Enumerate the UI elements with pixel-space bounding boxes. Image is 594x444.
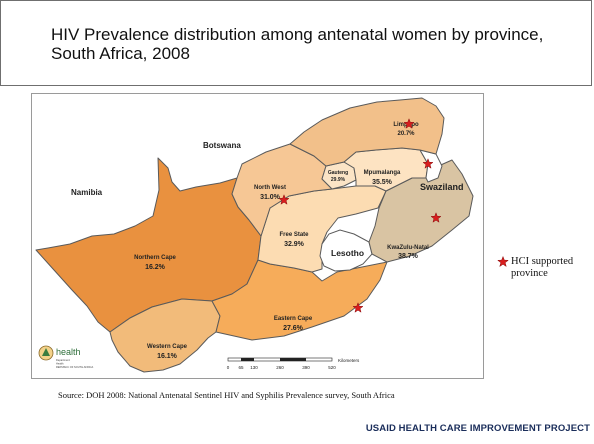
scale-unit: Kilometers <box>338 358 360 363</box>
red-star-icon <box>278 194 290 205</box>
scale-tick-1: 65 <box>238 365 244 370</box>
red-star-icon <box>430 212 442 223</box>
label-gauteng-name: Gauteng <box>328 170 348 176</box>
red-star-icon <box>497 256 509 268</box>
label-free-state-name: Free State <box>279 232 309 238</box>
province-north-west <box>231 143 333 237</box>
title-box: HIV Prevalence distribution among antena… <box>0 0 592 86</box>
label-northern-cape-name: Northern Cape <box>134 255 176 261</box>
scale-tick-0: 0 <box>227 365 230 370</box>
label-north-west-value: 31.0% <box>260 194 281 201</box>
label-eastern-cape-name: Eastern Cape <box>274 316 313 322</box>
label-botswana: Botswana <box>203 141 241 150</box>
label-eastern-cape-value: 27.6% <box>283 325 304 332</box>
source-note: Source: DOH 2008: National Antenatal Sen… <box>58 390 395 400</box>
label-northern-cape-value: 16.2% <box>145 264 166 271</box>
label-north-west-name: North West <box>254 185 286 191</box>
label-limpopo-name: Limpopo <box>393 122 419 128</box>
label-gauteng-value: 29.9% <box>331 177 346 183</box>
label-free-state-value: 32.9% <box>284 241 305 248</box>
red-star-icon <box>352 302 364 313</box>
logo-line2: Health <box>56 362 64 366</box>
hci-stars <box>278 118 442 313</box>
slide-title: HIV Prevalence distribution among antena… <box>51 25 544 63</box>
scale-bar: 0 65 130 260 390 520 Kilometers <box>227 357 360 370</box>
label-kwazulu-natal-value: 38.7% <box>398 253 419 260</box>
label-western-cape-value: 16.1% <box>157 353 178 360</box>
logo-word: health <box>56 347 81 357</box>
label-mpumalanga-name: Mpumalanga <box>364 170 401 176</box>
province-limpopo <box>289 97 445 167</box>
map-frame: Botswana Namibia Swaziland Lesotho Limpo… <box>31 93 484 379</box>
footer-brand: USAID HEALTH CARE IMPROVEMENT PROJECT <box>365 423 590 434</box>
scale-tick-4: 390 <box>302 365 310 370</box>
scale-tick-3: 260 <box>276 365 284 370</box>
label-mpumalanga-value: 35.5% <box>372 179 393 186</box>
label-namibia: Namibia <box>71 188 103 197</box>
country-lesotho <box>319 229 373 272</box>
south-africa-map: Botswana Namibia Swaziland Lesotho Limpo… <box>35 97 474 373</box>
scale-tick-2: 130 <box>250 365 258 370</box>
label-western-cape-name: Western Cape <box>147 344 188 350</box>
label-swaziland: Swaziland <box>420 182 464 192</box>
red-star-icon <box>403 118 415 129</box>
province-western-cape <box>109 298 221 373</box>
label-lesotho: Lesotho <box>331 248 364 258</box>
province-labels: Limpopo 20.7% Mpumalanga 35.5% Gauteng 2… <box>134 122 429 360</box>
logo-line3: REPUBLIC OF SOUTH AFRICA <box>56 365 93 369</box>
legend-label: HCI supported province <box>511 256 574 279</box>
logo-line1: Department: <box>56 358 71 362</box>
province-kwazulu-natal <box>368 159 474 263</box>
label-kwazulu-natal-name: KwaZulu-Natal <box>387 245 429 251</box>
label-limpopo-value: 20.7% <box>397 131 415 137</box>
health-logo: health Department: Health REPUBLIC OF SO… <box>38 345 93 369</box>
red-star-icon <box>422 158 434 169</box>
scale-tick-5: 520 <box>328 365 336 370</box>
